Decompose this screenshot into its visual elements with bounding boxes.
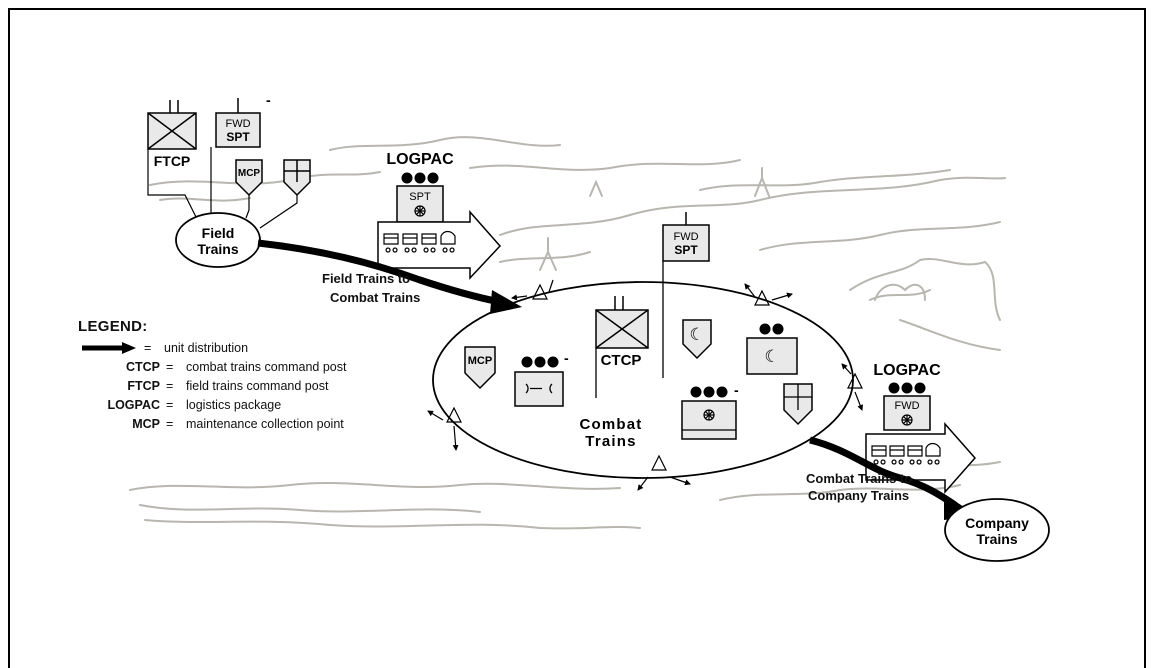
mcp-symbol-combat <box>464 346 496 390</box>
mcp-symbol-field <box>235 159 263 197</box>
supply-symbol <box>746 337 798 375</box>
combat-to-company-label: Combat Trains to Company Trains <box>806 471 916 503</box>
fwd-label-field: FWD <box>225 118 250 130</box>
field-to-combat-arrowhead <box>490 290 522 314</box>
terrain-sketch <box>129 136 1006 530</box>
legend-equals: = <box>144 341 152 355</box>
observation-post-symbols <box>427 279 863 491</box>
ctcp-symbol <box>595 309 649 349</box>
wheel-icon-right <box>901 414 913 426</box>
legend-desc: maintenance collection point <box>186 417 344 431</box>
legend-abbr: MCP <box>132 417 160 431</box>
truck-icons-right <box>871 442 941 465</box>
legend-abbr: FTCP <box>127 379 160 393</box>
legend-equals: = <box>166 360 174 374</box>
combat-trains-contents: MCP - CTCP FWD SPT ☾ ☾ <box>464 212 813 450</box>
fwd-spt-symbol-field <box>215 98 261 148</box>
legend-row: CTCP = combat trains command post <box>78 358 347 377</box>
fwd-spt-symbol-combat <box>662 224 710 262</box>
legend-desc: field trains command post <box>186 379 329 393</box>
transport-minus: - <box>734 382 739 398</box>
logpac-label-top: LOGPAC <box>386 151 454 168</box>
spt-label-combat: SPT <box>674 243 698 257</box>
pol-symbol <box>682 319 712 360</box>
legend-row: MCP = maintenance collection point <box>78 415 344 434</box>
maint-minus: - <box>564 350 569 366</box>
wheel-icon-combat <box>703 409 715 421</box>
combat-to-company-route <box>809 436 957 508</box>
legend-row: LOGPAC = logistics package <box>78 396 281 415</box>
field-to-combat-label: Field Trains to Combat Trains <box>322 271 420 305</box>
legend-equals: = <box>166 398 174 412</box>
company-trains-node <box>944 498 1050 562</box>
ftcp-symbol <box>147 100 197 150</box>
logpac-convoy-arrow-top <box>377 210 502 280</box>
legend-row-arrow: = unit distribution <box>78 339 248 358</box>
legend-row: FTCP = field trains command post <box>78 377 328 396</box>
fwd-label-logpac: FWD <box>894 400 919 412</box>
ctcp-label: CTCP <box>601 352 642 369</box>
combat-trains-node <box>432 281 854 479</box>
medical-symbol-field <box>283 159 311 197</box>
logpac-label-right: LOGPAC <box>873 362 941 379</box>
legend-abbr: LOGPAC <box>107 398 160 412</box>
ftcp-label: FTCP <box>154 153 191 169</box>
legend-abbr: CTCP <box>125 360 160 374</box>
legend-arrow-desc: unit distribution <box>164 341 249 355</box>
mcp-label-combat: MCP <box>468 355 492 367</box>
wheel-icon-top <box>414 205 426 217</box>
moon-icon-pentagon: ☾ <box>689 325 704 344</box>
field-to-combat-route <box>257 239 501 306</box>
logpac-top: LOGPAC SPT <box>377 151 502 280</box>
fwd-spt-minus-field: - <box>266 92 271 108</box>
legend-desc: logistics package <box>186 398 282 412</box>
mcp-label-field: MCP <box>238 168 261 179</box>
spt-label-logpac: SPT <box>409 191 431 203</box>
truck-icons-top <box>383 230 456 253</box>
wrench-icon <box>525 383 553 394</box>
legend: LEGEND: = unit distribution CTCP = comba… <box>78 318 347 434</box>
legend-desc: combat trains command post <box>186 360 347 374</box>
moon-icon-supply: ☾ <box>764 347 779 366</box>
fwd-label-combat: FWD <box>673 231 698 243</box>
legend-equals: = <box>166 379 174 393</box>
legend-equals: = <box>166 417 174 431</box>
spt-label-field: SPT <box>226 130 250 144</box>
diagram-frame <box>8 8 1146 668</box>
legend-title: LEGEND: <box>78 318 148 335</box>
